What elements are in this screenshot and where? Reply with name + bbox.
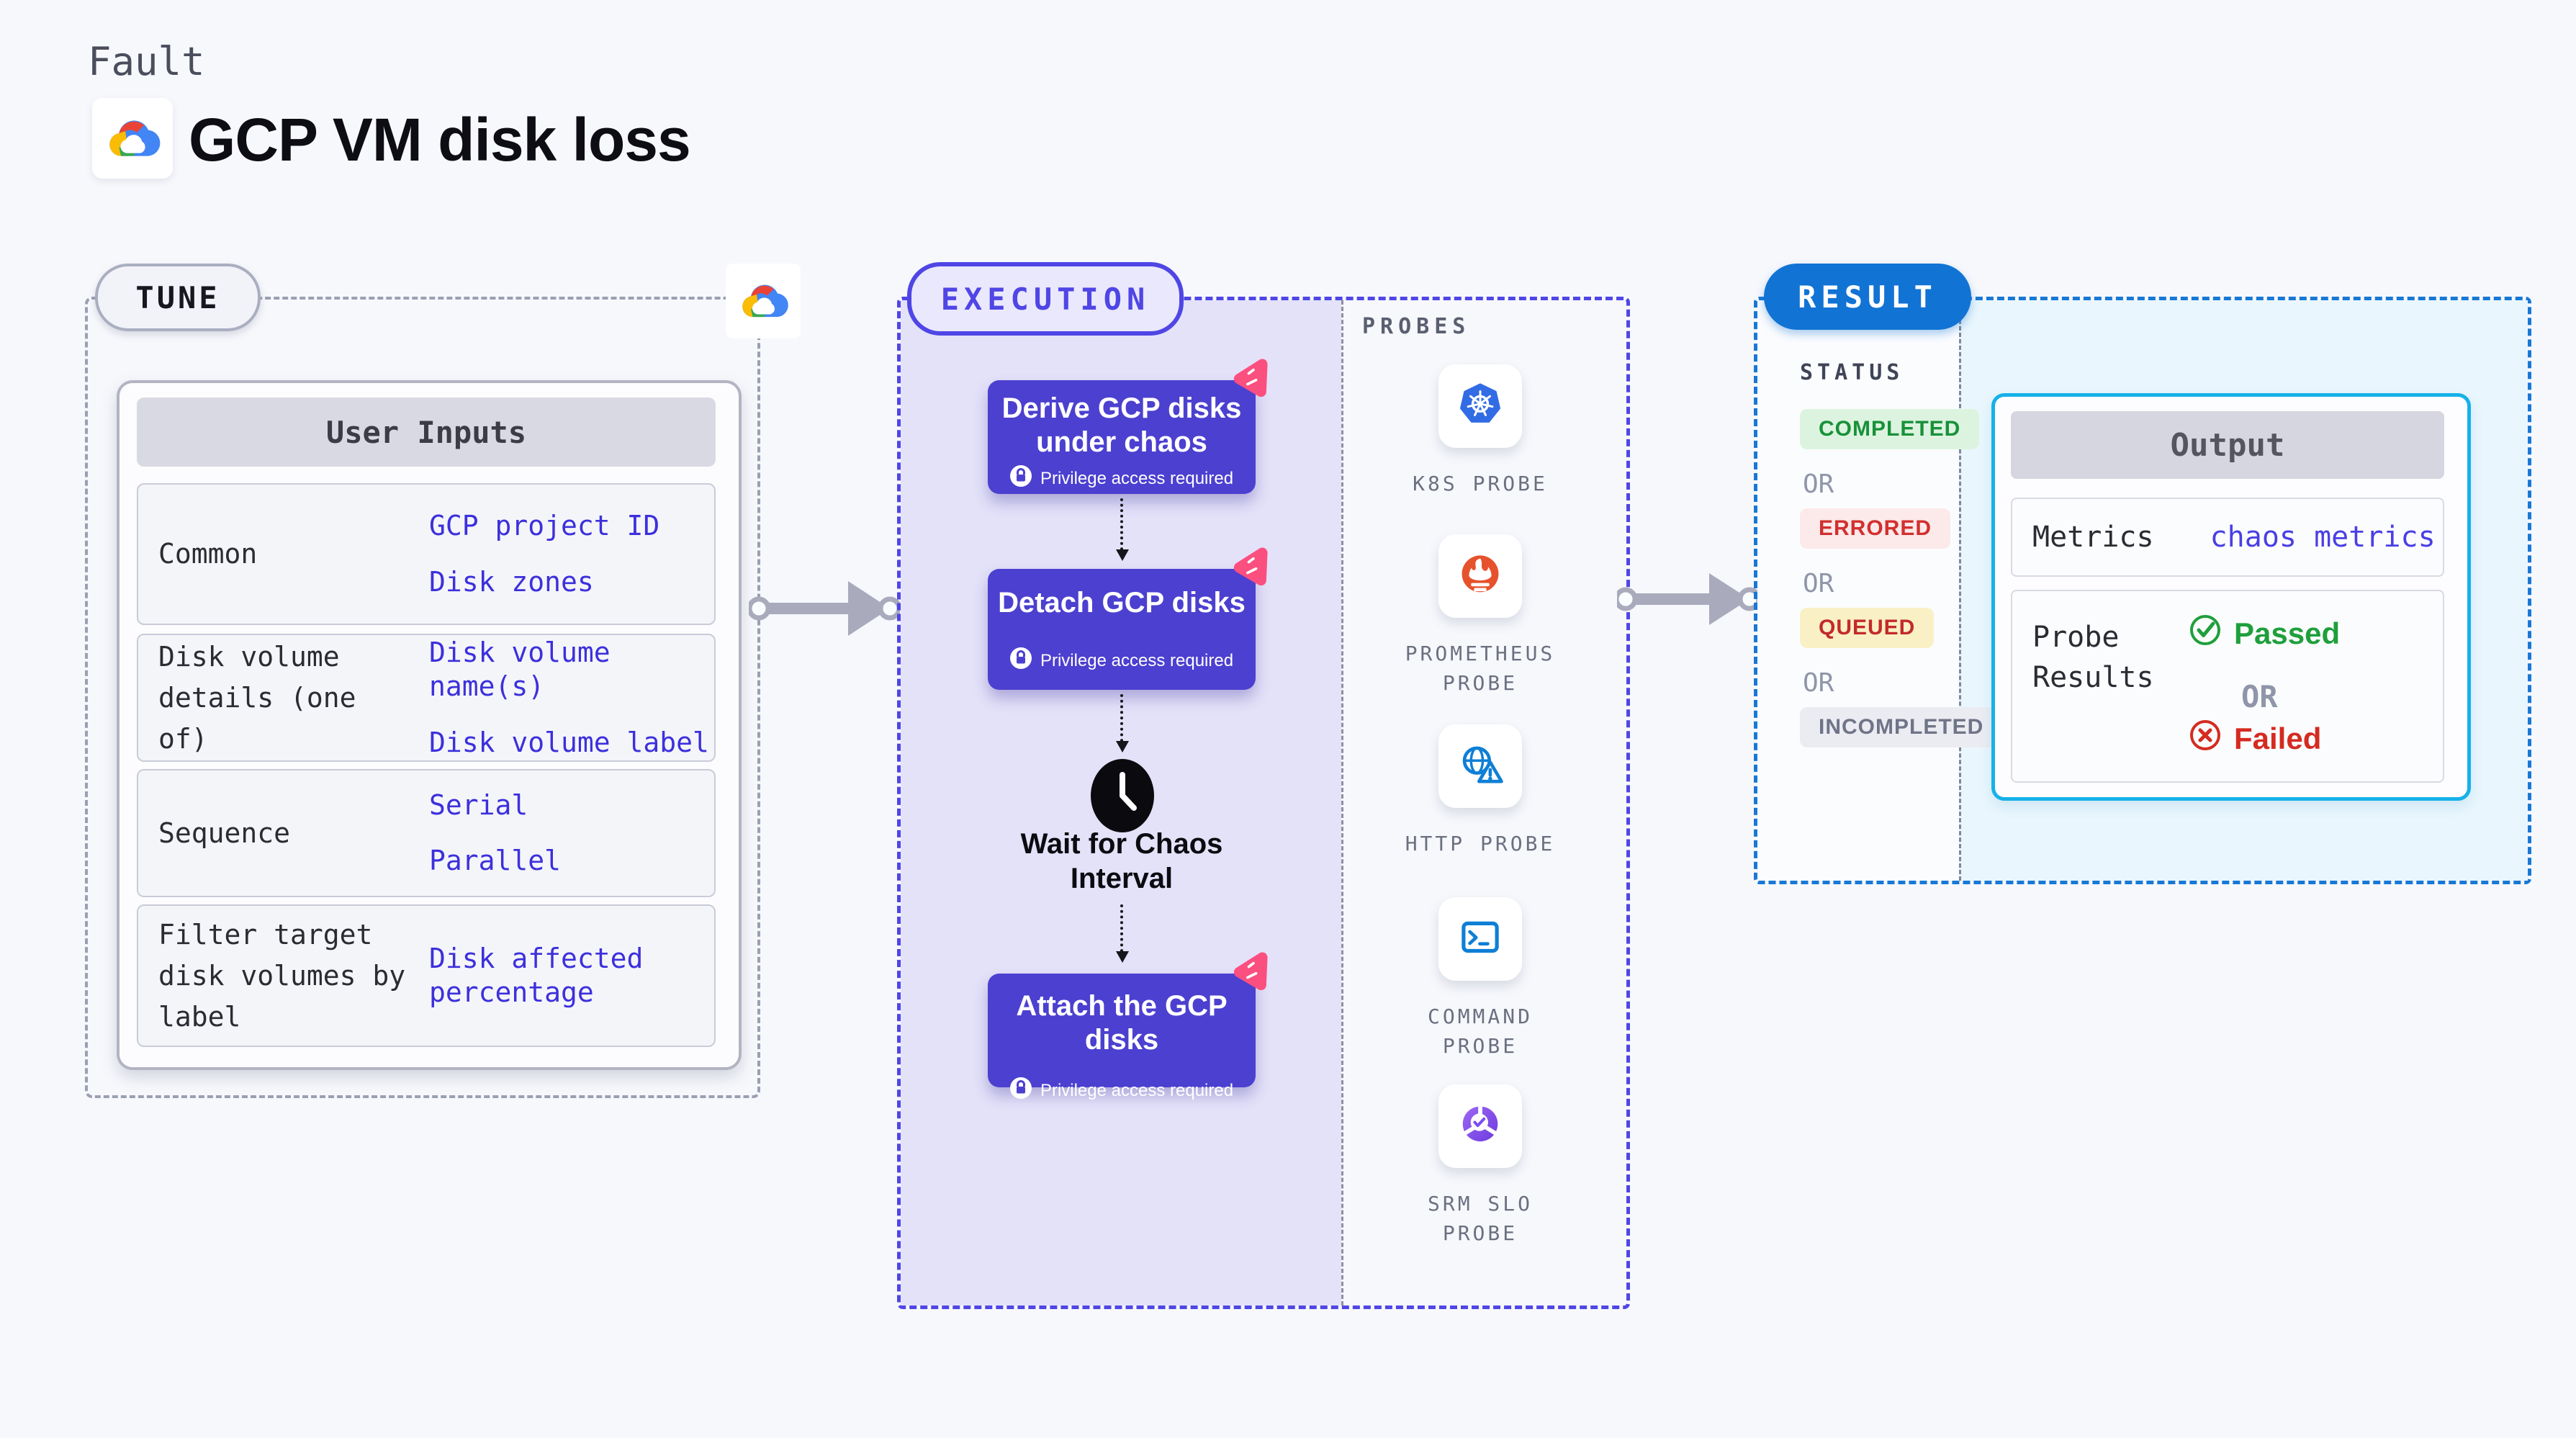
chaos-fault-icon [1229, 356, 1278, 408]
row-value: Disk zones [429, 565, 594, 598]
probe-results-row: Probe Results Passed OR F [2011, 590, 2444, 783]
step-title: Attach the GCP disks [1016, 990, 1228, 1056]
row-value: Disk volume name(s) [429, 636, 611, 703]
status-badge-errored: ERRORED [1800, 508, 1951, 549]
probe-label: HTTP PROBE [1405, 832, 1556, 855]
tune-section-box [85, 297, 760, 1098]
output-header: Output [2011, 411, 2444, 479]
user-input-row-filter: Filter target disk volumes by label Disk… [137, 904, 716, 1047]
passed-label: Passed [2234, 616, 2341, 650]
metrics-value: chaos metrics [2210, 521, 2436, 554]
clock-icon [1089, 758, 1156, 837]
flow-connector [1116, 694, 1129, 752]
or-separator: OR [2241, 679, 2278, 714]
probe-result-failed: Failed [2188, 718, 2321, 760]
user-input-row-common: Common GCP project ID Disk zones [137, 483, 716, 625]
or-separator: OR [1803, 668, 1834, 698]
row-value: Parallel [429, 845, 562, 876]
wait-for-chaos-label: Wait for Chaos Interval [1020, 828, 1223, 894]
or-separator: OR [1803, 569, 1834, 598]
probe-card-command [1438, 897, 1522, 981]
gcp-mini-logo-box [726, 264, 801, 338]
metrics-label: Metrics [2032, 521, 2154, 554]
step-note-text: Privilege access required [1040, 650, 1234, 670]
row-label: Filter target disk volumes by label [158, 918, 406, 1033]
row-value: GCP project ID [429, 510, 660, 542]
step-derive-disks: Derive GCP disks under chaos Privilege a… [988, 359, 1268, 494]
output-card: Output Metrics chaos metrics Probe Resul… [1991, 393, 2471, 801]
user-input-row-sequence: Sequence Serial Parallel [137, 769, 716, 897]
status-panel [1757, 300, 1959, 881]
user-inputs-header: User Inputs [137, 397, 716, 467]
arrow-tune-to-execution [749, 581, 900, 636]
chaos-fault-icon [1229, 950, 1278, 1002]
row-label: Sequence [158, 817, 291, 849]
row-value: Disk affected percentage [429, 942, 644, 1009]
http-globe-icon [1454, 738, 1507, 795]
srm-slo-pie-icon [1454, 1098, 1507, 1155]
probe-results-label: Probe Results [2032, 621, 2154, 694]
lock-icon [1009, 647, 1032, 674]
gcp-logo-box [92, 98, 173, 179]
command-terminal-icon [1454, 911, 1507, 968]
arrow-execution-to-result [1617, 573, 1760, 625]
lock-icon [1009, 465, 1032, 492]
probe-card-k8s [1438, 364, 1522, 448]
lock-icon [1009, 1077, 1032, 1104]
gcp-cloud-icon [735, 279, 791, 324]
page-title: GCP VM disk loss [189, 106, 691, 174]
result-badge: RESULT [1764, 264, 1971, 330]
probe-card-http [1438, 724, 1522, 808]
row-value: Disk volume label [429, 726, 709, 758]
step-attach-disks: Attach the GCP disks Privilege access re… [988, 952, 1268, 1100]
check-circle-icon [2188, 613, 2223, 655]
step-title: Detach GCP disks [998, 587, 1246, 619]
kubernetes-icon [1454, 378, 1507, 435]
step-title: Derive GCP disks under chaos [1001, 392, 1242, 459]
probes-panel [1341, 300, 1626, 1306]
probe-label: PROMETHEUS PROBE [1405, 642, 1556, 695]
probe-card-prometheus [1438, 534, 1522, 618]
row-value: Serial [429, 788, 528, 821]
status-badge-incompleted: INCOMPLETED [1800, 707, 2003, 747]
probe-label: K8S PROBE [1413, 472, 1548, 495]
probe-card-srm-slo [1438, 1084, 1522, 1168]
probe-label: COMMAND PROBE [1427, 1005, 1533, 1058]
user-input-row-disk-volume: Disk volume details (one of) Disk volume… [137, 634, 716, 762]
gcp-cloud-icon [102, 114, 163, 163]
step-detach-disks: Detach GCP disks Privilege access requir… [988, 547, 1268, 690]
user-inputs-card: User Inputs Common GCP project ID Disk z… [117, 380, 742, 1070]
or-separator: OR [1803, 469, 1834, 499]
probes-heading: PROBES [1362, 314, 1471, 339]
tune-badge: TUNE [95, 264, 261, 331]
failed-label: Failed [2234, 722, 2322, 755]
step-note-text: Privilege access required [1040, 468, 1234, 488]
flow-connector [1116, 498, 1129, 561]
probe-result-passed: Passed [2188, 613, 2340, 655]
status-badge-queued: QUEUED [1800, 608, 1935, 648]
step-note-text: Privilege access required [1040, 1080, 1234, 1100]
probe-label: SRM SLO PROBE [1427, 1192, 1533, 1245]
execution-badge: EXECUTION [907, 262, 1184, 336]
x-circle-icon [2188, 718, 2223, 760]
prometheus-icon [1454, 548, 1507, 605]
status-badge-completed: COMPLETED [1800, 409, 1980, 449]
metrics-row: Metrics chaos metrics [2011, 498, 2444, 577]
fault-kicker: Fault [88, 39, 205, 84]
row-label: Disk volume details (one of) [158, 640, 356, 755]
flow-connector [1116, 904, 1129, 963]
status-heading: STATUS [1800, 360, 1904, 385]
row-label: Common [158, 538, 258, 570]
chaos-fault-icon [1229, 545, 1278, 597]
